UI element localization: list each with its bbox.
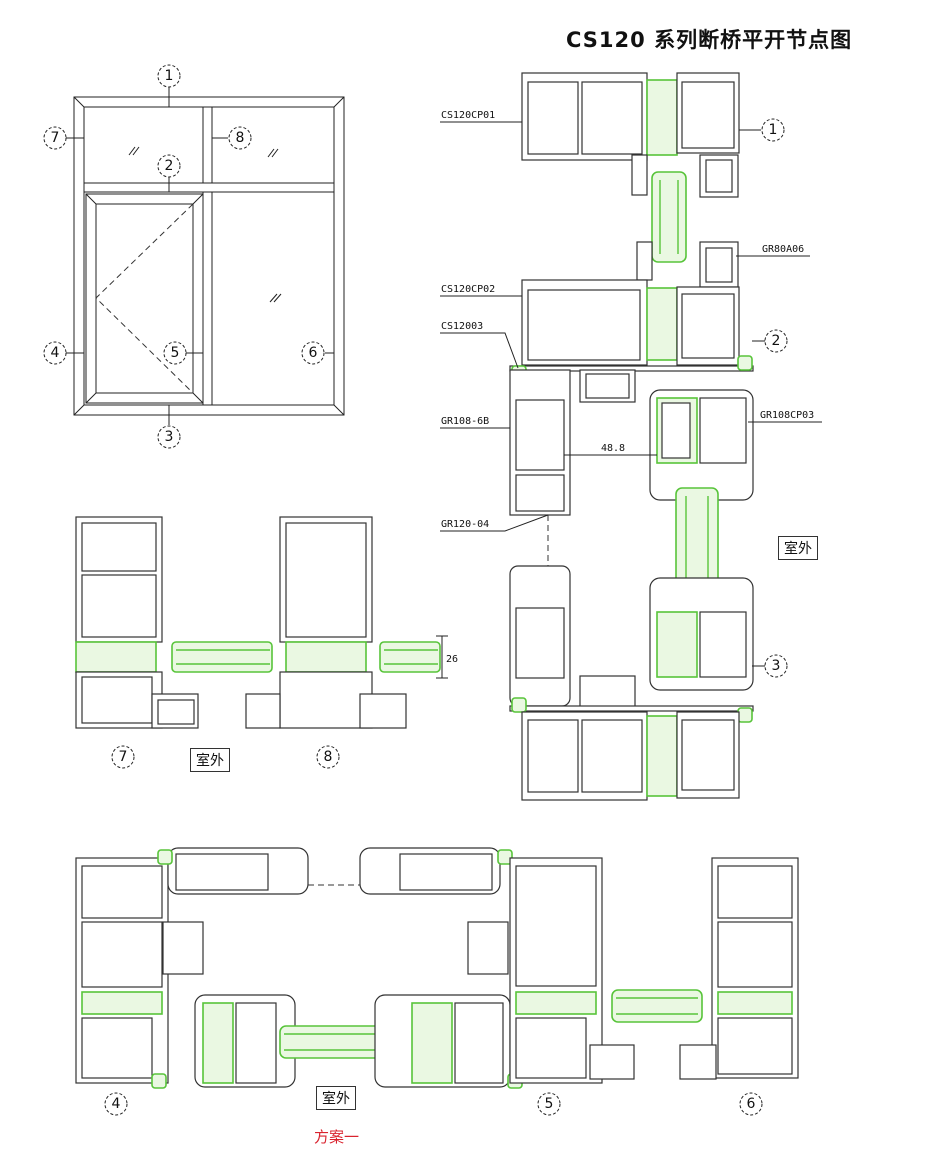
part-label-cs120cp02: CS120CP02 (441, 284, 495, 295)
svg-text:6: 6 (309, 345, 318, 361)
svg-text:8: 8 (324, 749, 333, 765)
svg-text:5: 5 (171, 345, 180, 361)
svg-text:4: 4 (112, 1096, 121, 1112)
part-label-gr120-04: GR120-04 (441, 519, 489, 530)
section-marker-6: 6 (739, 1092, 763, 1116)
elevation-marker-1: 1 (157, 64, 181, 88)
svg-text:4: 4 (51, 345, 60, 361)
section-marker-2: 2 (764, 329, 788, 353)
svg-text:6: 6 (747, 1096, 756, 1112)
elevation-marker-2: 2 (157, 154, 181, 178)
vertical-section (509, 72, 754, 801)
section-marker-7: 7 (111, 745, 135, 769)
svg-text:2: 2 (772, 333, 781, 349)
svg-text:3: 3 (772, 658, 781, 674)
part-label-gr80a06: GR80A06 (762, 244, 804, 255)
svg-text:5: 5 (545, 1096, 554, 1112)
section-marker-5: 5 (537, 1092, 561, 1116)
svg-text:1: 1 (165, 68, 174, 84)
dimension-48-8: 48.8 (601, 443, 625, 454)
page-title: CS120 系列断桥平开节点图 (566, 28, 853, 52)
dimension-26: 26 (446, 654, 458, 665)
section-marker-4: 4 (104, 1092, 128, 1116)
section-4-5-6 (75, 847, 799, 1089)
part-label-cs12003: CS12003 (441, 321, 483, 332)
section-marker-8: 8 (316, 745, 340, 769)
part-label-gr108-6b: GR108-6B (441, 416, 489, 427)
outside-label-bottom: 室外 (316, 1086, 356, 1110)
part-leaders (440, 121, 822, 667)
outside-label-7-8: 室外 (190, 748, 230, 772)
elevation-marker-3: 3 (157, 425, 181, 449)
svg-text:8: 8 (236, 130, 245, 146)
part-label-gr108cp03: GR108CP03 (760, 410, 814, 421)
svg-text:7: 7 (51, 130, 60, 146)
outside-label-vertical: 室外 (778, 536, 818, 560)
elevation-marker-5: 5 (163, 341, 187, 365)
window-elevation (66, 87, 345, 425)
elevation-marker-8: 8 (228, 126, 252, 150)
svg-text:7: 7 (119, 749, 128, 765)
elevation-marker-7: 7 (43, 126, 67, 150)
elevation-marker-4: 4 (43, 341, 67, 365)
elevation-marker-6: 6 (301, 341, 325, 365)
section-marker-1: 1 (761, 118, 785, 142)
part-label-cs120cp01: CS120CP01 (441, 110, 495, 121)
section-7-8: 26 (75, 516, 458, 729)
svg-text:3: 3 (165, 429, 174, 445)
scheme-caption: 方案一 (314, 1128, 360, 1146)
svg-text:1: 1 (769, 122, 778, 138)
svg-text:2: 2 (165, 158, 174, 174)
section-marker-3: 3 (764, 654, 788, 678)
